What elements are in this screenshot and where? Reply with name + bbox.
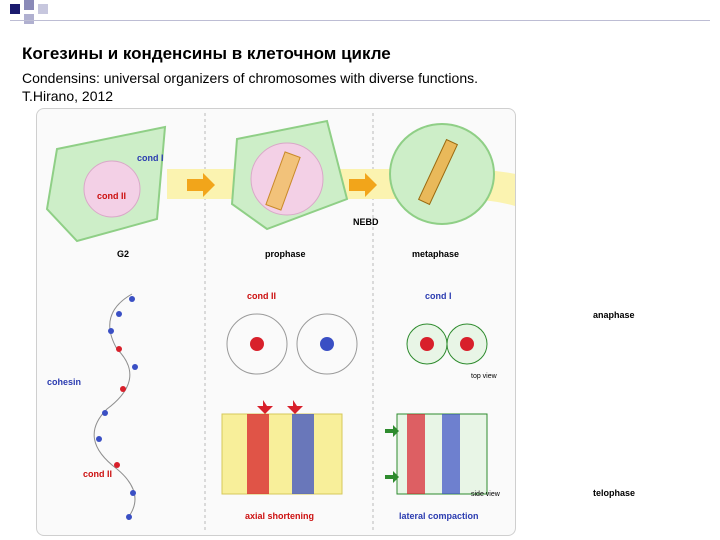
label-cohesin: cohesin — [47, 377, 81, 387]
label-side-view: side view — [471, 491, 500, 498]
deco-square — [24, 14, 34, 24]
label-g2: G2 — [117, 249, 129, 259]
label-cond-ii-low: cond II — [83, 469, 112, 479]
axial-shortening-block — [222, 414, 342, 494]
label-top-view: top view — [471, 373, 497, 380]
deco-square — [10, 4, 20, 14]
label-metaphase: metaphase — [412, 249, 459, 259]
paper-author: T.Hirano, 2012 — [22, 87, 478, 105]
title-rule — [10, 20, 710, 21]
label-axial-shortening: axial shortening — [245, 511, 314, 521]
label-cond-ii-mid: cond II — [247, 291, 276, 301]
cell-cycle-figure: cond I cond II G2 prophase NEBD metaphas… — [36, 108, 516, 536]
label-cond-i-top: cond I — [137, 153, 164, 163]
paper-title: Condensins: universal organizers of chro… — [22, 69, 478, 87]
title-decoration — [0, 0, 720, 40]
label-anaphase: anaphase — [593, 310, 635, 320]
lateral-blue-column — [442, 414, 460, 494]
cond-ii-rosette — [227, 314, 357, 374]
cond-i-top-view — [407, 324, 487, 364]
deco-square — [38, 4, 48, 14]
slide-title: Когезины и конденсины в клеточном цикле — [22, 44, 391, 64]
axial-arrow-right — [287, 400, 303, 414]
axial-red-column — [247, 414, 269, 494]
cohesin-strand — [94, 294, 135, 519]
label-cond-i-mid: cond I — [425, 291, 452, 301]
label-cond-ii-top: cond II — [97, 191, 126, 201]
label-nebd: NEBD — [353, 217, 379, 227]
label-telophase: telophase — [593, 488, 635, 498]
deco-square — [24, 0, 34, 10]
label-lateral-compaction: lateral compaction — [399, 511, 479, 521]
g2-nucleus — [84, 161, 140, 217]
label-prophase: prophase — [265, 249, 306, 259]
lateral-red-column — [407, 414, 425, 494]
axial-blue-column — [292, 414, 314, 494]
slide-subtitle: Condensins: universal organizers of chro… — [22, 69, 478, 105]
axial-arrow-left — [257, 400, 273, 414]
